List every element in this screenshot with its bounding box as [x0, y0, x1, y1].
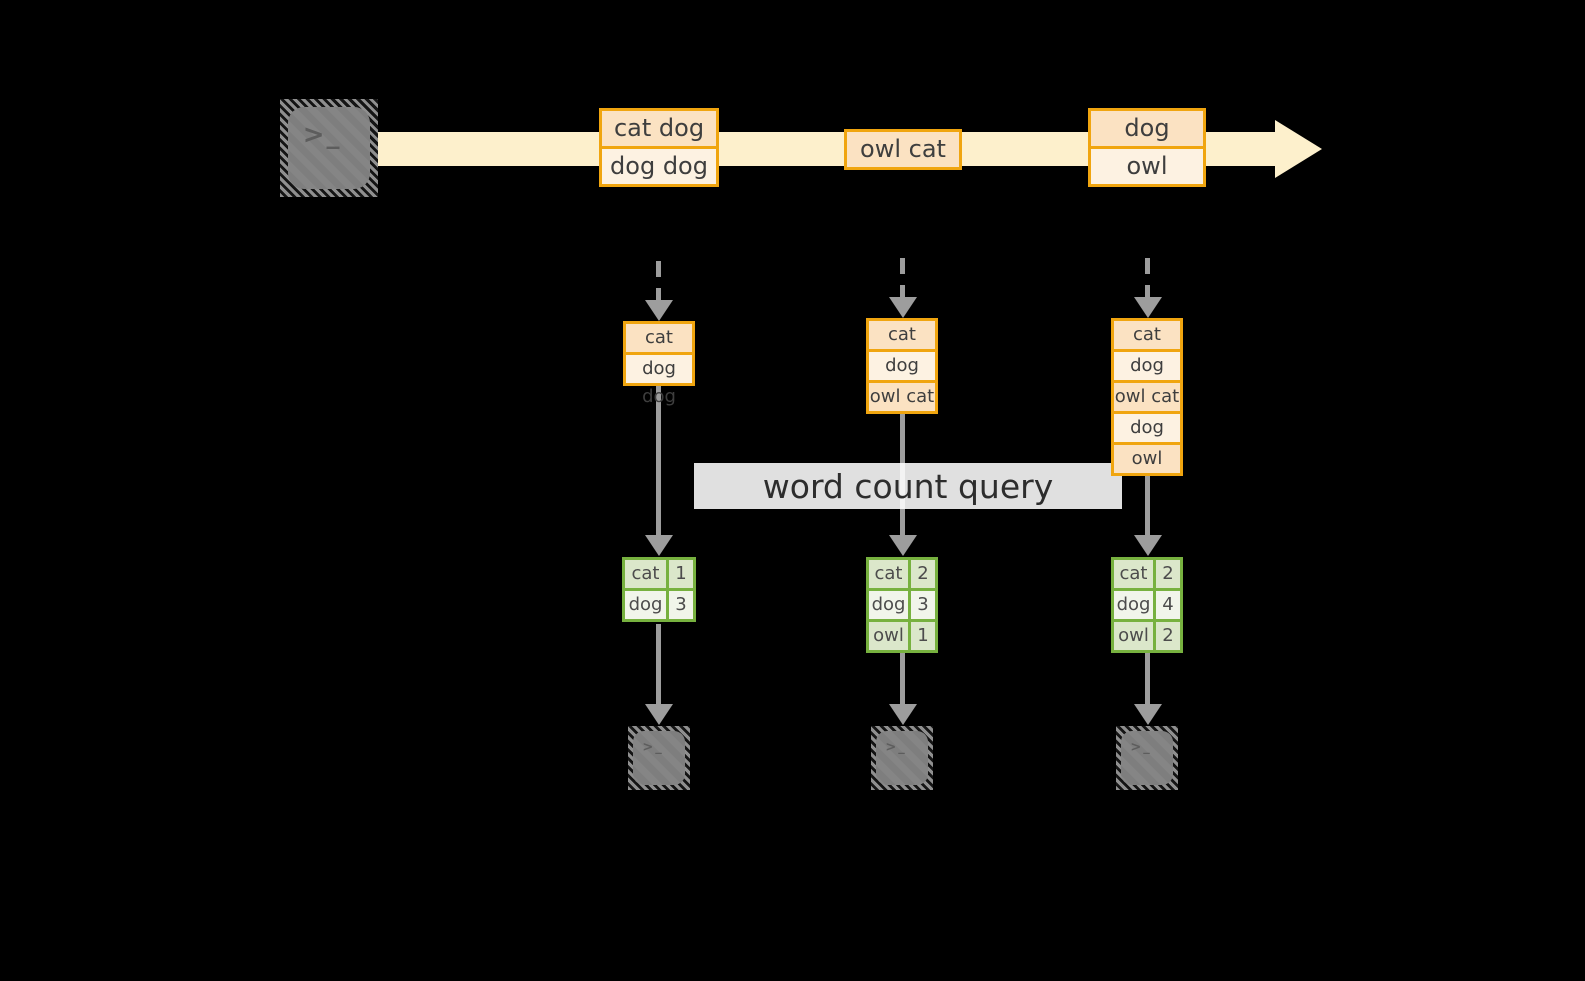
dashed-arrow-head-icon — [889, 297, 917, 318]
source-terminal-icon: >_ — [280, 99, 378, 197]
terminal-prompt-icon: >_ — [1130, 739, 1152, 755]
count-cell: 2 — [911, 560, 935, 588]
output-arrow-head-icon — [889, 704, 917, 725]
word-cell: dog — [625, 591, 666, 619]
count-cell: 2 — [1156, 560, 1180, 588]
dashed-arrow-head-icon — [1134, 297, 1162, 318]
output-arrow-line — [656, 624, 661, 706]
input-line: dog dog — [869, 352, 935, 404]
dashed-arrow-line — [900, 258, 905, 300]
table-row: cat 2 — [1114, 560, 1180, 588]
count-table-3: cat 2 dog 4 owl 2 — [1111, 557, 1183, 653]
output-arrow-head-icon — [1134, 704, 1162, 725]
output-arrow-line — [1145, 653, 1150, 706]
input-line: dog dog — [1114, 352, 1180, 404]
query-arrow-head-icon — [1134, 535, 1162, 556]
query-label: word count query — [762, 466, 1054, 506]
word-cell: dog — [869, 591, 908, 619]
count-table-2: cat 2 dog 3 owl 1 — [866, 557, 938, 653]
batch-line: cat dog — [602, 111, 716, 146]
count-cell: 1 — [911, 622, 935, 650]
output-arrow-line — [900, 653, 905, 706]
output-arrow-head-icon — [645, 704, 673, 725]
word-cell: owl — [869, 622, 908, 650]
batch-line: dog — [1091, 111, 1203, 146]
batch-line: owl — [1091, 149, 1203, 184]
terminal-screen: >_ — [876, 731, 928, 785]
word-cell: cat — [1114, 560, 1153, 588]
word-cell: owl — [1114, 622, 1153, 650]
table-row: dog 3 — [869, 591, 935, 619]
input-line: cat dog — [869, 321, 935, 373]
input-line: dog dog — [626, 355, 692, 407]
stream-batch-2: owl cat — [844, 129, 962, 170]
table-row: dog 4 — [1114, 591, 1180, 619]
table-row: cat 2 — [869, 560, 935, 588]
dashed-arrow-head-icon — [645, 300, 673, 321]
sink-terminal-icon: >_ — [871, 726, 933, 790]
input-snapshot-1: cat dog dog dog — [623, 321, 695, 407]
count-cell: 2 — [1156, 622, 1180, 650]
count-cell: 4 — [1156, 591, 1180, 619]
sink-terminal-icon: >_ — [1116, 726, 1178, 790]
batch-line: owl cat — [847, 132, 959, 167]
input-snapshot-2: cat dog dog dog owl cat — [866, 318, 938, 414]
input-line: dog — [1114, 414, 1180, 442]
input-line: cat dog — [626, 324, 692, 376]
input-line: owl cat — [1114, 383, 1180, 411]
table-row: dog 3 — [625, 591, 693, 619]
dashed-arrow-line — [1145, 258, 1150, 300]
query-arrow-head-icon — [889, 535, 917, 556]
stream-batch-1: cat dog dog dog — [599, 108, 719, 187]
input-line: owl — [1114, 445, 1180, 473]
query-arrow-head-icon — [645, 535, 673, 556]
terminal-screen: >_ — [1121, 731, 1173, 785]
count-cell: 1 — [669, 560, 693, 588]
table-row: owl 1 — [869, 622, 935, 650]
terminal-screen: >_ — [633, 731, 685, 785]
count-cell: 3 — [911, 591, 935, 619]
terminal-screen: >_ — [288, 107, 370, 189]
terminal-prompt-icon: >_ — [885, 739, 907, 755]
stream-batch-3: dog owl — [1088, 108, 1206, 187]
input-line: owl cat — [869, 383, 935, 411]
query-arrow-line — [1145, 476, 1150, 536]
table-row: owl 2 — [1114, 622, 1180, 650]
dashed-arrow-line — [656, 261, 661, 303]
word-cell: dog — [1114, 591, 1153, 619]
table-row: cat 1 — [625, 560, 693, 588]
count-cell: 3 — [669, 591, 693, 619]
input-line: cat dog — [1114, 321, 1180, 373]
sink-terminal-icon: >_ — [628, 726, 690, 790]
count-table-1: cat 1 dog 3 — [622, 557, 696, 622]
terminal-prompt-icon: >_ — [302, 120, 342, 151]
word-cell: cat — [869, 560, 908, 588]
query-label-band: word count query — [694, 463, 1122, 509]
input-snapshot-3: cat dog dog dog owl cat dog owl — [1111, 318, 1183, 476]
query-arrow-line — [656, 386, 661, 536]
stream-arrow-head-icon — [1275, 120, 1322, 178]
word-cell: cat — [625, 560, 666, 588]
terminal-prompt-icon: >_ — [642, 739, 664, 755]
batch-line: dog dog — [602, 149, 716, 184]
